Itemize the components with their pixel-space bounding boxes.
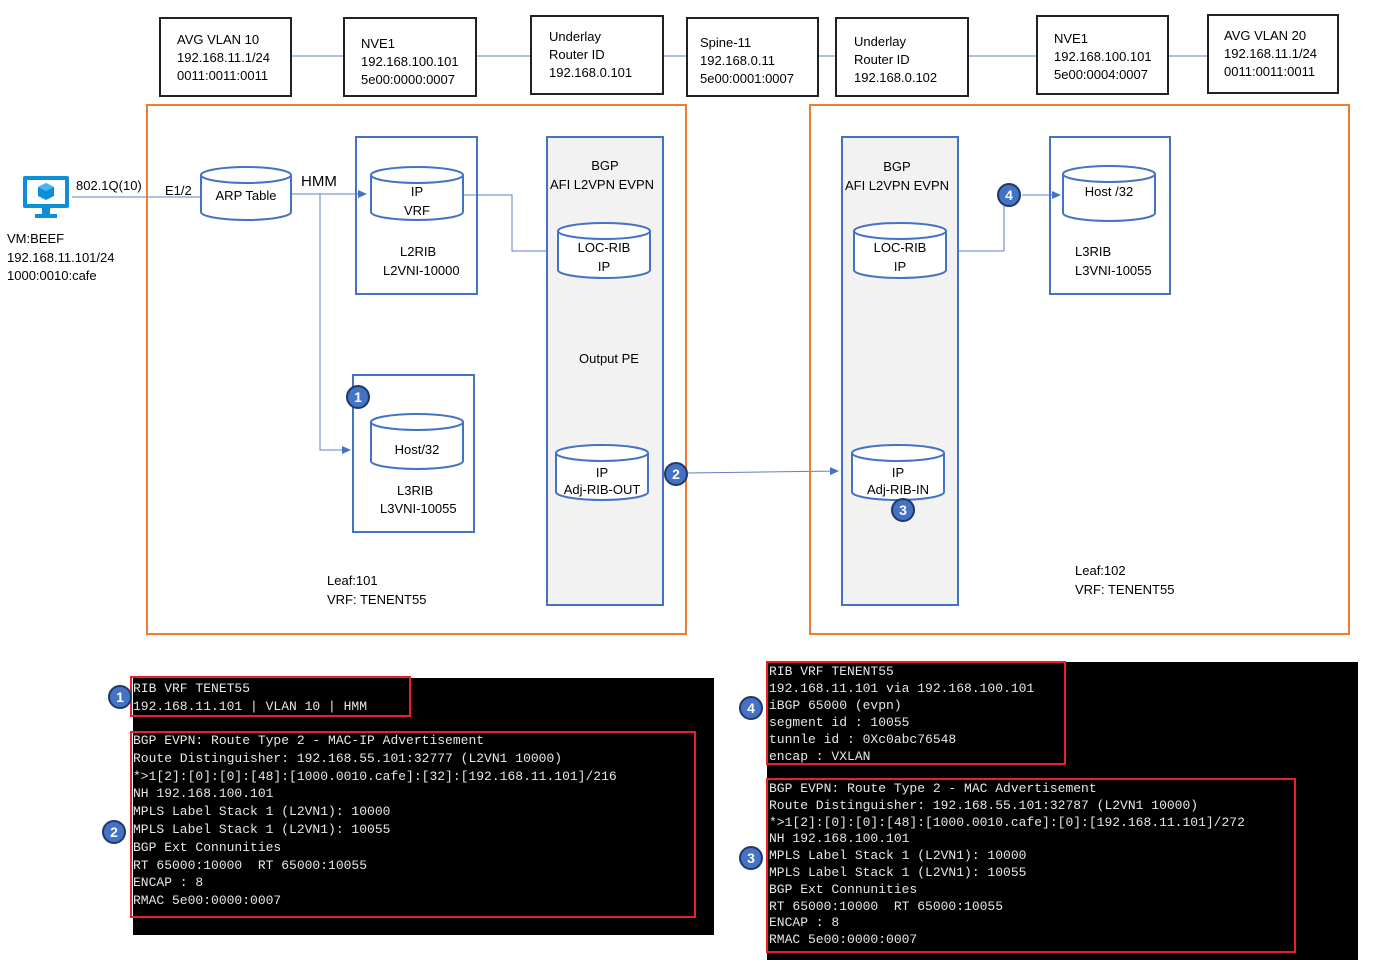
box-line: 5e00:0001:0007 — [700, 71, 794, 86]
l3rib-vni: L3VNI-10055 — [1075, 263, 1152, 278]
ip-vrf-line1: IP — [410, 184, 424, 199]
l3rib-title: L3RIB — [397, 483, 434, 498]
adj-rib-out-label: Adj-RIB-OUT — [563, 482, 641, 497]
box-line: 0011:0011:0011 — [177, 68, 269, 83]
leaf102-name: Leaf:102 — [1075, 563, 1126, 578]
box-line: 192.168.0.102 — [854, 70, 938, 85]
underlay-left-box: Underlay Router ID 192.168.0.101 — [530, 15, 664, 95]
l2rib-title: L2RIB — [400, 244, 437, 259]
terminal-right-bgp: BGP EVPN: Route Type 2 - MAC Advertiseme… — [769, 781, 1245, 948]
box-line: 192.168.100.101 — [361, 54, 459, 69]
terminal-badge-1: 1 — [108, 685, 132, 709]
arp-table-cylinder: ARP Table — [200, 166, 292, 222]
adj-rib-in-label: Adj-RIB-IN — [866, 482, 930, 497]
box-line: 192.168.11.1/24 — [177, 50, 271, 65]
l3rib-box-leaf101 — [352, 374, 475, 533]
terminal-badge-2: 2 — [102, 820, 126, 844]
vm-name: VM:BEEF — [7, 231, 65, 246]
terminal-right-rib: RIB VRF TENENT55 192.168.11.101 via 192.… — [769, 664, 1035, 764]
bgp-afi-leaf101: AFI L2VPN EVPN — [549, 177, 655, 192]
vm-ip: 192.168.11.101/24 — [7, 250, 115, 265]
box-line: Underlay — [549, 29, 602, 44]
monitor-cube-icon — [22, 175, 70, 219]
spine-box: Spine-11 192.168.0.11 5e00:0001:0007 — [686, 17, 819, 97]
box-line: 192.168.11.1/24 — [1224, 46, 1318, 61]
highlight-box-3 — [766, 778, 1296, 953]
loc-rib-label: LOC-RIB — [873, 240, 927, 255]
box-line: Underlay — [854, 34, 907, 49]
ip-vrf-cylinder: IP VRF — [370, 166, 464, 222]
adj-rib-in-ip: IP — [891, 465, 905, 480]
leaf102-container — [809, 104, 1350, 635]
avg-vlan10-box: AVG VLAN 10 192.168.11.1/24 0011:0011:00… — [159, 17, 292, 97]
host32-label: Host /32 — [1084, 184, 1134, 199]
leaf101-vrf: VRF: TENENT55 — [327, 592, 427, 607]
bgp-panel-leaf102 — [841, 136, 959, 606]
highlight-box-4 — [766, 661, 1066, 765]
bgp-title-leaf101: BGP — [591, 158, 619, 173]
box-line: 192.168.0.11 — [700, 53, 775, 68]
loc-rib-ip: IP — [893, 259, 907, 274]
l3rib-vni: L3VNI-10055 — [380, 501, 457, 516]
loc-rib-ip: IP — [597, 259, 611, 274]
output-pe-label: Output PE — [579, 351, 639, 366]
highlight-box-2 — [130, 731, 696, 918]
box-line: 192.168.100.101 — [1054, 49, 1152, 64]
adj-rib-out-cylinder: IP Adj-RIB-OUT — [555, 444, 649, 502]
bgp-panel-leaf101 — [546, 136, 664, 606]
box-line: AVG VLAN 20 — [1224, 28, 1307, 43]
box-line: 5e00:0000:0007 — [361, 72, 455, 87]
nve1-right-box: NVE1 192.168.100.101 5e00:0004:0007 — [1036, 15, 1169, 95]
box-line: Router ID — [854, 52, 910, 67]
leaf101-name: Leaf:101 — [327, 573, 378, 588]
terminal-left-rib: RIB VRF TENET55 192.168.11.101 | VLAN 10… — [133, 681, 368, 714]
step-badge-2: 2 — [664, 462, 688, 486]
vm-mac: 1000:0010:cafe — [7, 268, 97, 283]
terminal-badge-4: 4 — [739, 696, 763, 720]
port-label: E1/2 — [165, 183, 192, 198]
leaf102-vrf: VRF: TENENT55 — [1075, 582, 1175, 597]
box-line: Router ID — [549, 47, 605, 62]
terminal-right — [767, 662, 1358, 960]
underlay-right-box: Underlay Router ID 192.168.0.102 — [835, 17, 969, 97]
l2rib-vni: L2VNI-10000 — [383, 263, 460, 278]
host32-cylinder-leaf102: Host /32 — [1062, 165, 1156, 223]
terminal-left-bgp: BGP EVPN: Route Type 2 - MAC-IP Advertis… — [133, 733, 617, 909]
l3rib-title: L3RIB — [1075, 244, 1112, 259]
terminal-badge-3: 3 — [739, 846, 763, 870]
box-line: Spine-11 — [700, 35, 752, 50]
arp-table-label: ARP Table — [215, 188, 277, 203]
host32-label: Host/32 — [394, 442, 440, 457]
loc-rib-cylinder-leaf102: LOC-RIB IP — [853, 222, 947, 280]
step-badge-4: 4 — [997, 183, 1021, 207]
vlan-link-label: 802.1Q(10) — [76, 178, 142, 193]
adj-rib-in-cylinder: IP Adj-RIB-IN — [851, 444, 945, 502]
step-badge-1: 1 — [346, 385, 370, 409]
host32-cylinder-leaf101: Host/32 — [370, 413, 464, 471]
hmm-label: HMM — [301, 173, 337, 190]
terminal-left — [133, 678, 714, 935]
adj-rib-out-ip: IP — [595, 465, 609, 480]
loc-rib-label: LOC-RIB — [577, 240, 631, 255]
l2rib-box — [355, 136, 478, 295]
box-line: 192.168.0.101 — [549, 65, 633, 80]
box-line: NVE1 — [361, 36, 395, 51]
bgp-title-leaf102: BGP — [883, 159, 911, 174]
l3rib-box-leaf102 — [1049, 136, 1171, 295]
nve1-left-box: NVE1 192.168.100.101 5e00:0000:0007 — [343, 17, 477, 97]
box-line: AVG VLAN 10 — [177, 32, 260, 47]
box-line: NVE1 — [1054, 31, 1088, 46]
loc-rib-cylinder-leaf101: LOC-RIB IP — [557, 222, 651, 280]
highlight-box-1 — [130, 676, 411, 717]
step-badge-3: 3 — [891, 498, 915, 522]
box-line: 5e00:0004:0007 — [1054, 67, 1148, 82]
ip-vrf-line2: VRF — [404, 203, 430, 218]
leaf101-container — [146, 104, 687, 635]
bgp-afi-leaf102: AFI L2VPN EVPN — [844, 178, 950, 193]
avg-vlan20-box: AVG VLAN 20 192.168.11.1/24 0011:0011:00… — [1207, 14, 1339, 94]
box-line: 0011:0011:0011 — [1224, 64, 1316, 79]
